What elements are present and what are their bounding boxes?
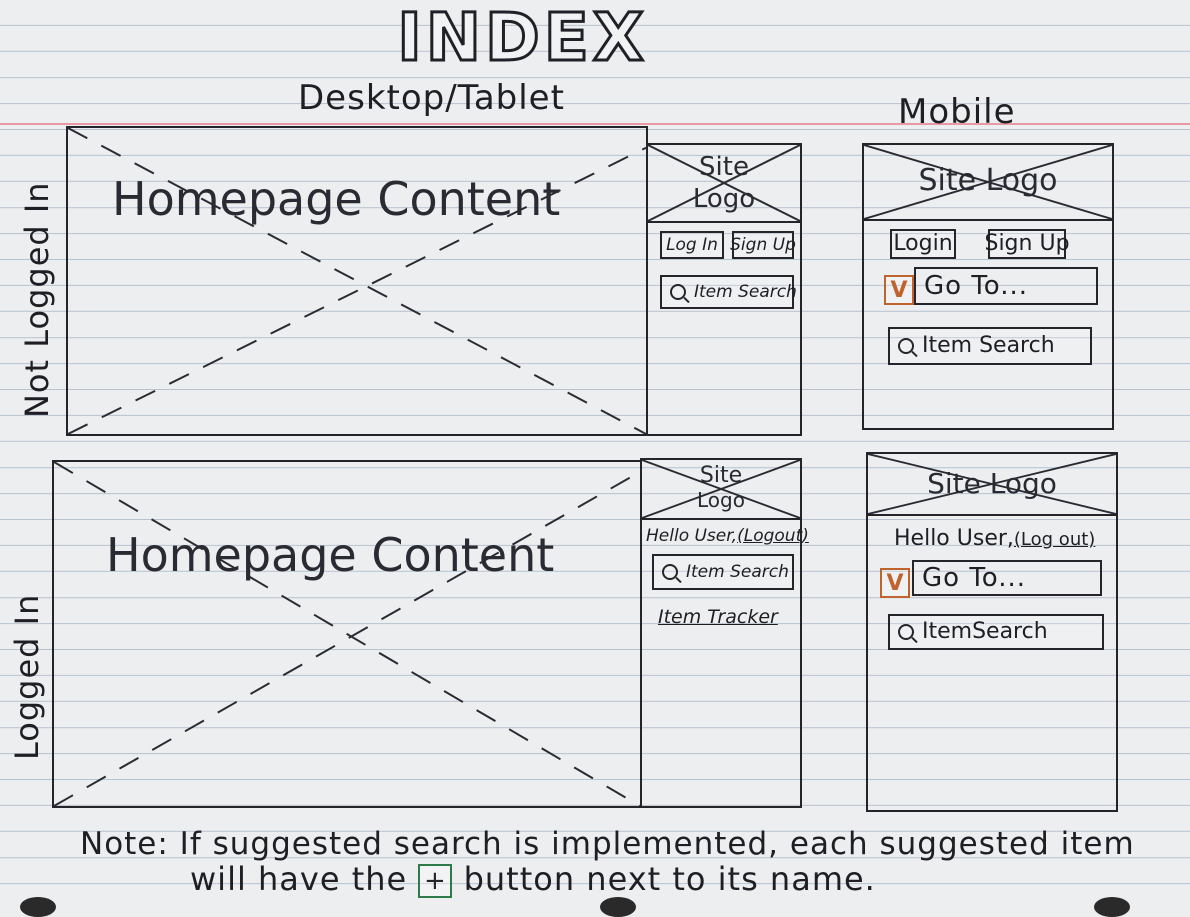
binder-hole	[20, 897, 56, 917]
item-search-label: Item Search	[922, 333, 1055, 358]
search-icon	[898, 624, 914, 640]
binder-hole	[1094, 897, 1130, 917]
site-logo-text: Site Logo	[927, 467, 1057, 500]
placeholder-cross	[54, 462, 640, 806]
desktop-logged-content-area: Homepage Content	[52, 460, 642, 808]
paper-margin-line	[0, 123, 1190, 125]
desktop-not-logged-sidebar: Site Logo Log In Sign Up Item Search	[646, 143, 802, 436]
note-line-2-end: button next to its name.	[463, 860, 876, 898]
logo-cross	[642, 460, 800, 518]
page-title: INDEX	[396, 0, 648, 76]
homepage-content-label: Homepage Content	[112, 172, 561, 226]
note-line-2: will have the + button next to its name.	[190, 860, 876, 898]
goto-dropdown-toggle[interactable]: V	[884, 275, 914, 305]
login-button[interactable]: Login	[890, 229, 956, 259]
plus-button-icon: +	[418, 864, 453, 898]
item-search-label: Item Search	[694, 281, 797, 302]
note-line-1: Note: If suggested search is implemented…	[80, 826, 1135, 862]
item-search-button[interactable]: ItemSearch	[888, 614, 1104, 650]
logo-cross	[868, 454, 1116, 514]
homepage-content-label: Homepage Content	[106, 528, 555, 582]
column-label-desktop: Desktop/Tablet	[298, 78, 565, 118]
desktop-logged-sidebar: Site Logo Hello User,(Logout) Item Searc…	[640, 458, 809, 808]
item-search-button[interactable]: Item Search	[652, 554, 794, 590]
mobile-logged-frame: Site Logo Hello User,(Log out) V Go To..…	[866, 452, 1118, 812]
row-label-logged-in: Logged In	[8, 593, 46, 760]
item-search-button[interactable]: Item Search	[888, 327, 1092, 365]
logout-link[interactable]: (Logout)	[737, 526, 809, 546]
logo-cross	[864, 145, 1112, 219]
site-logo-placeholder: Site Logo	[866, 452, 1118, 516]
site-logo-placeholder: Site Logo	[646, 143, 802, 223]
item-search-button[interactable]: Item Search	[660, 275, 797, 309]
site-logo-line1: Site	[699, 463, 743, 488]
hello-user-text: Hello User,	[894, 526, 1014, 551]
search-icon	[662, 564, 678, 580]
logo-cross	[648, 145, 800, 221]
greeting: Hello User,(Logout)	[646, 526, 809, 546]
note-line-2-start: will have the	[190, 860, 408, 898]
signup-button[interactable]: Sign Up	[730, 231, 796, 259]
greeting: Hello User,(Log out)	[894, 526, 1095, 551]
item-tracker-link[interactable]: Item Tracker	[658, 606, 778, 628]
site-logo-line2: Logo	[697, 488, 745, 512]
login-button[interactable]: Log In	[660, 231, 724, 259]
search-icon	[670, 284, 686, 300]
site-logo-line1: Site	[699, 152, 749, 182]
placeholder-cross	[68, 128, 646, 434]
mobile-not-logged-frame: Site Logo Login Sign Up V Go To... Item …	[862, 143, 1114, 430]
site-logo-placeholder: Site Logo	[640, 458, 802, 520]
signup-button[interactable]: Sign Up	[984, 229, 1070, 259]
site-logo-text: Site Logo	[918, 163, 1058, 198]
binder-hole	[600, 897, 636, 917]
search-icon	[898, 338, 914, 354]
hello-user-text: Hello User,	[646, 526, 738, 546]
goto-dropdown[interactable]: Go To...	[912, 560, 1102, 596]
row-label-not-logged-in: Not Logged In	[18, 181, 56, 418]
goto-dropdown[interactable]: Go To...	[914, 267, 1098, 305]
desktop-not-logged-content-area: Homepage Content	[66, 126, 648, 436]
item-search-label: Item Search	[686, 561, 789, 582]
logout-link[interactable]: (Log out)	[1013, 529, 1096, 550]
site-logo-placeholder: Site Logo	[862, 143, 1114, 221]
site-logo-line2: Logo	[692, 184, 756, 214]
column-label-mobile: Mobile	[898, 92, 1016, 132]
item-search-label: ItemSearch	[922, 619, 1048, 644]
goto-dropdown-toggle[interactable]: V	[880, 568, 910, 598]
